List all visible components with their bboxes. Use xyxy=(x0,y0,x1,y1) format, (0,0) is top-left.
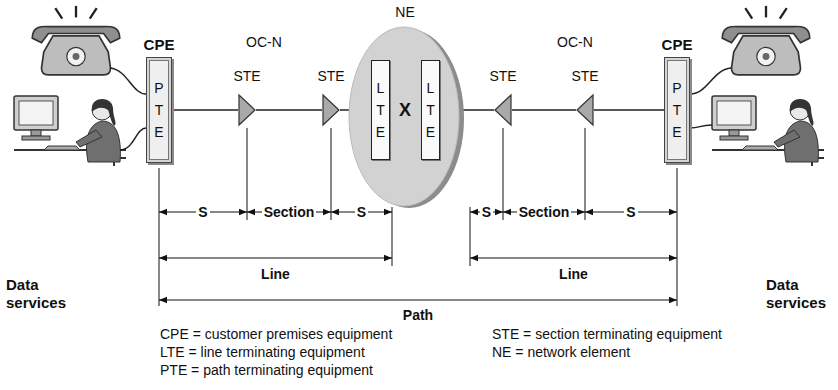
ste-triangle-outline xyxy=(322,94,340,126)
ste-triangle-outline xyxy=(494,94,512,126)
cpe-heading: CPE xyxy=(662,37,693,53)
computer-user-icon xyxy=(712,96,824,166)
ne-label: NE xyxy=(395,4,414,20)
fiber-link xyxy=(256,109,322,111)
cpe-box: CPEP T E xyxy=(664,57,690,163)
computer-user-icon xyxy=(14,96,126,166)
line-span xyxy=(470,257,677,258)
cpe-box: CPEP T E xyxy=(146,57,172,163)
fiber-link xyxy=(594,109,667,111)
triangle-shape xyxy=(577,95,593,125)
ste-label: STE xyxy=(571,68,598,84)
dimension-arrows xyxy=(159,212,677,300)
telephone-icon xyxy=(32,6,119,75)
span-label: S xyxy=(624,204,637,220)
data-wire xyxy=(120,128,146,150)
fiber-link xyxy=(512,109,576,111)
ellipse-shape xyxy=(349,27,459,206)
network-element: NEXL T EL T E xyxy=(345,24,465,209)
span-label: Line xyxy=(259,266,292,282)
definition-note: STE = section terminating equipment xyxy=(492,326,722,343)
signal-label: OC-N xyxy=(557,34,593,51)
tick-line xyxy=(677,168,678,306)
phone-wire xyxy=(690,68,731,94)
ste-triangle-outline xyxy=(238,94,256,126)
service-label: Data services xyxy=(766,276,838,312)
tick-line xyxy=(392,207,393,266)
span-label: Section xyxy=(517,204,572,220)
lte-box: L T E xyxy=(421,60,440,160)
pte-box: P T E xyxy=(149,60,169,160)
pte-box: P T E xyxy=(667,60,687,160)
path-span xyxy=(159,299,677,300)
triangle-shape xyxy=(239,95,255,125)
lte-box: L T E xyxy=(371,60,390,160)
pte-label: P T E xyxy=(153,77,166,143)
cpe-heading: CPE xyxy=(144,37,175,53)
ste-label: STE xyxy=(317,68,344,84)
ste-label: STE xyxy=(233,68,260,84)
service-label: Data services xyxy=(6,276,78,312)
ste-triangle: STE xyxy=(238,94,256,126)
lte-label: L T E xyxy=(374,77,387,143)
tick-line xyxy=(247,128,248,220)
fiber-link xyxy=(169,109,238,111)
ste-triangle-outline xyxy=(576,94,594,126)
definition-note: LTE = line terminating equipment xyxy=(160,344,365,361)
triangle-shape xyxy=(323,95,339,125)
span-label: Line xyxy=(557,266,590,282)
triangle-shape xyxy=(495,95,511,125)
ste-triangle: STE xyxy=(494,94,512,126)
tick-line xyxy=(503,128,504,220)
span-label: Section xyxy=(262,204,317,220)
definition-note: PTE = path terminating equipment xyxy=(160,362,373,379)
ste-label: STE xyxy=(489,68,516,84)
tick-line xyxy=(331,128,332,220)
lte-label: L T E xyxy=(424,77,437,143)
ste-triangle: STE xyxy=(576,94,594,126)
phone-wire xyxy=(110,68,146,94)
span-label: Path xyxy=(401,307,435,323)
span-label: S xyxy=(355,204,368,220)
tick-line xyxy=(585,128,586,220)
ste-triangle: STE xyxy=(322,94,340,126)
tick-line xyxy=(470,207,471,266)
data-wire xyxy=(690,125,712,128)
signal-label: OC-N xyxy=(246,34,282,51)
tick-line xyxy=(159,168,160,306)
telephone-icon xyxy=(722,6,809,75)
pte-label: P T E xyxy=(671,77,684,143)
span-label: S xyxy=(480,204,493,220)
definition-note: NE = network element xyxy=(492,344,630,361)
span-label: S xyxy=(196,204,209,220)
definition-note: CPE = customer premises equipment xyxy=(160,326,392,343)
cross-connect-mark: X xyxy=(399,100,411,120)
line-span xyxy=(159,257,392,258)
